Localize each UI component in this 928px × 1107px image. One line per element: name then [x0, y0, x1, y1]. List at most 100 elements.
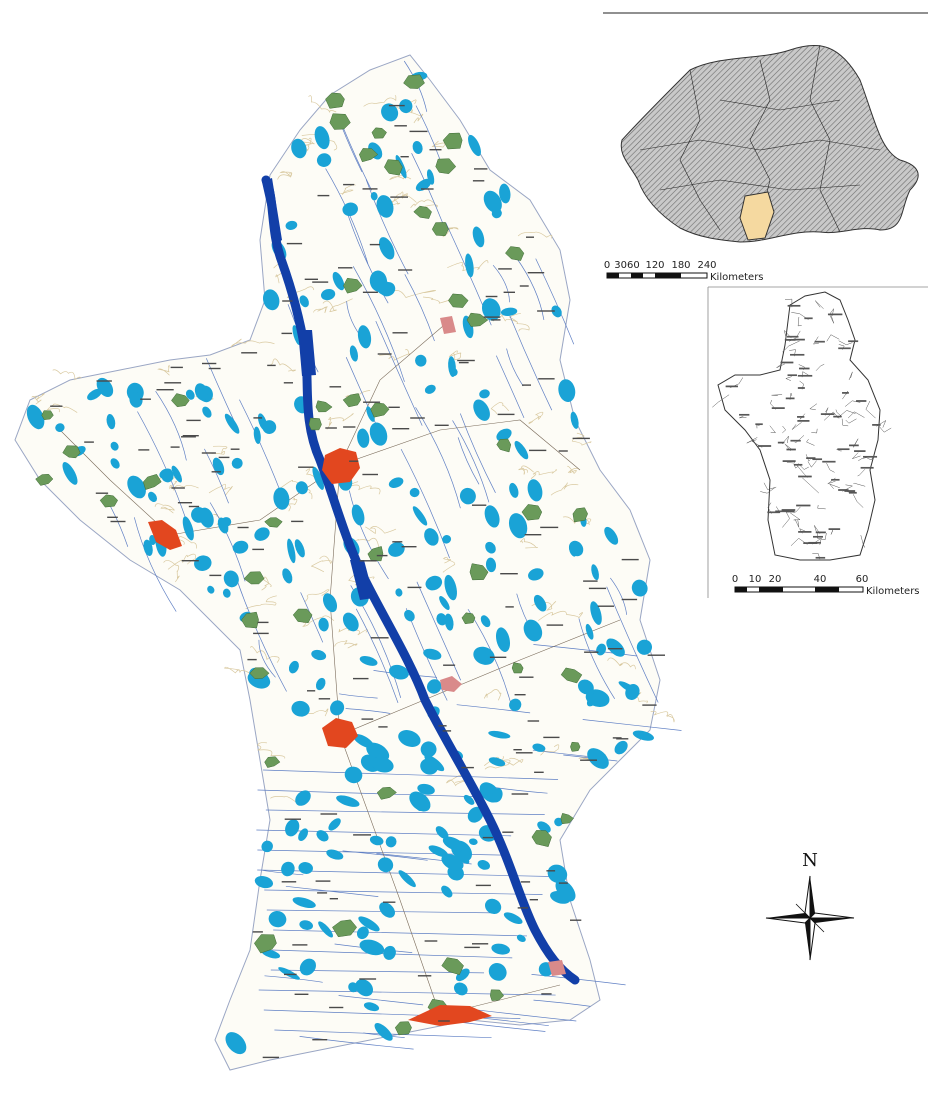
lake: [342, 202, 358, 217]
stream-line: [506, 348, 524, 387]
contour-line: [392, 290, 436, 298]
contour-line: [607, 657, 636, 670]
contour-line: [163, 560, 180, 583]
commune-label-mark: [856, 400, 867, 402]
country-scale-label-4: 240: [697, 260, 716, 271]
rural-settlement: [243, 571, 265, 585]
lake: [554, 817, 563, 827]
stream-line: [582, 719, 682, 731]
lake: [424, 528, 439, 546]
lake: [129, 391, 143, 408]
lake: [299, 295, 309, 308]
commune-border: [775, 506, 781, 514]
locality-label-mark: [177, 502, 193, 504]
lake: [417, 783, 435, 795]
locality-label-mark: [317, 892, 328, 894]
lake: [232, 540, 249, 554]
contour-line: [326, 413, 354, 430]
locality-label-mark: [317, 194, 330, 197]
rural-settlements: [35, 74, 588, 1036]
rural-settlement: [505, 246, 525, 261]
lake: [282, 568, 293, 584]
county-scale-label-4: 60: [856, 574, 869, 585]
main-river-widening: [262, 178, 374, 600]
canal-line: [258, 989, 556, 996]
rural-settlement: [292, 608, 313, 624]
locality-label-mark: [369, 243, 380, 246]
lake: [366, 406, 375, 422]
lake: [299, 958, 316, 976]
locality-label-mark: [283, 382, 293, 384]
lake: [185, 389, 195, 400]
stream-line: [535, 258, 575, 345]
lake: [412, 140, 423, 155]
locality-label-mark: [472, 504, 487, 506]
commune-border: [781, 435, 789, 445]
stream-line: [416, 581, 462, 681]
lake: [110, 458, 120, 469]
contour-line: [508, 312, 530, 332]
lake: [481, 298, 501, 321]
commune-border: [797, 316, 802, 327]
contour-line: [448, 350, 462, 360]
locality-label-mark: [291, 520, 304, 523]
commune-border: [852, 452, 861, 459]
rural-settlement: [403, 74, 425, 89]
lake: [614, 740, 628, 755]
stream-line: [236, 578, 287, 692]
rural-settlement: [371, 127, 387, 139]
locality-label-mark: [642, 704, 657, 706]
lake: [288, 660, 299, 674]
commune-border: [853, 482, 866, 487]
stream-line: [239, 399, 282, 494]
stream-line: [459, 413, 496, 493]
commune-border: [858, 455, 874, 462]
lake: [281, 861, 295, 877]
commune-border: [844, 400, 861, 407]
locality-label-mark: [520, 881, 531, 883]
lake: [207, 585, 215, 594]
locality-label-mark: [96, 380, 112, 382]
lake: [356, 926, 369, 940]
lake: [377, 857, 394, 873]
lake: [484, 898, 502, 915]
locality-label-mark: [546, 624, 564, 626]
commune-border: [802, 477, 819, 494]
locality-label-mark: [252, 548, 264, 551]
commune-label-mark: [849, 444, 859, 447]
lake: [376, 195, 394, 218]
locality-label-mark: [267, 364, 276, 367]
locality-label-mark: [361, 718, 374, 720]
contour-line: [392, 191, 417, 203]
stream-line: [533, 999, 591, 1007]
locality-label-mark: [537, 310, 555, 312]
commune-border: [812, 336, 819, 345]
stream-line: [355, 608, 399, 704]
canal-line: [263, 769, 559, 780]
lake: [355, 979, 374, 997]
locality-label-mark: [171, 487, 185, 489]
lake: [332, 271, 345, 291]
lake: [586, 692, 600, 707]
locality-label-mark: [429, 149, 442, 151]
lake: [231, 457, 243, 469]
lake: [285, 819, 300, 837]
stream-line: [578, 618, 615, 699]
road-line: [169, 464, 341, 536]
lake: [508, 513, 528, 539]
locality-label-mark: [286, 242, 303, 245]
lake: [455, 968, 470, 982]
locality-label-mark: [388, 104, 405, 107]
lake: [435, 826, 449, 840]
locality-label-mark: [388, 406, 400, 408]
commune-label-mark: [775, 510, 790, 513]
rural-settlement: [466, 312, 489, 327]
lake: [268, 910, 287, 928]
locality-label-mark: [505, 606, 514, 608]
commune-border: [877, 424, 892, 433]
contour-line: [484, 689, 502, 701]
lake: [485, 557, 497, 573]
lake: [558, 379, 576, 402]
commune-label-mark: [725, 385, 738, 388]
commune-border: [746, 437, 758, 444]
